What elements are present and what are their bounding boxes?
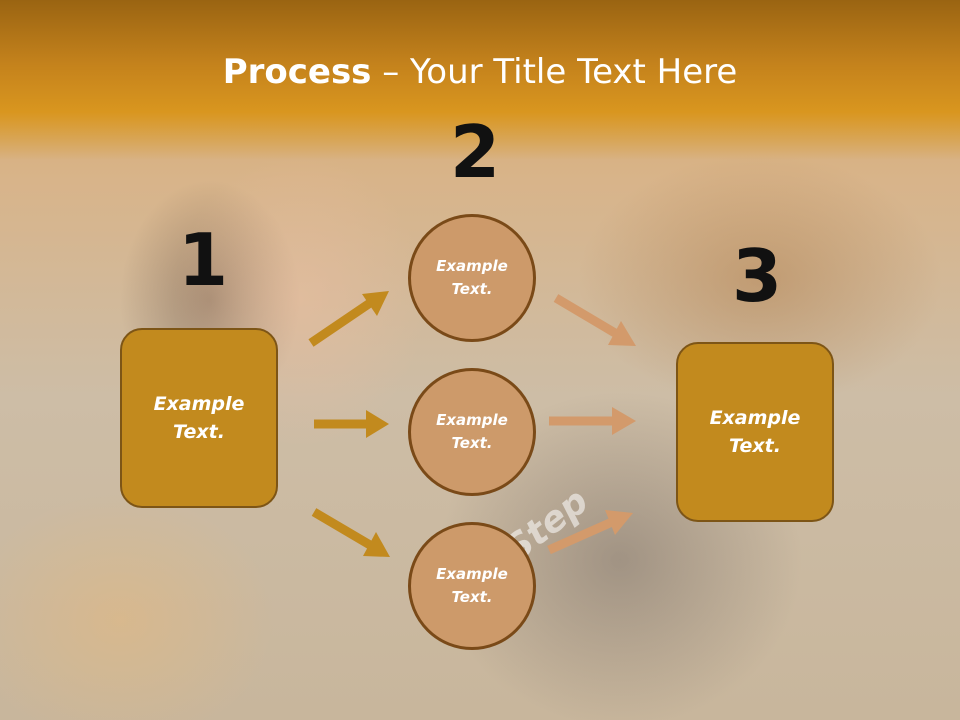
- arrow-from-middle-circle: [549, 407, 636, 435]
- circle-top[interactable]: Example Text.: [408, 214, 536, 342]
- circle-middle-text: Example Text.: [436, 410, 508, 452]
- circle-middle[interactable]: Example Text.: [408, 368, 536, 496]
- arrow-to-top-circle: [308, 291, 389, 347]
- end-box-text: Example Text.: [709, 406, 801, 458]
- start-box-text: Example Text.: [153, 392, 245, 444]
- title-rest: – Your Title Text Here: [371, 52, 738, 92]
- title-strong: Process: [222, 52, 372, 92]
- arrow-to-bottom-circle: [311, 508, 390, 557]
- end-box[interactable]: Example Text.: [676, 342, 834, 522]
- slide-title: Process – Your Title Text Here: [0, 52, 960, 92]
- start-box[interactable]: Example Text.: [120, 328, 278, 508]
- arrow-from-top-circle: [553, 294, 636, 346]
- title-band: [0, 0, 960, 160]
- step-number-2: 2: [450, 110, 501, 194]
- circle-bottom[interactable]: Example Text.: [408, 522, 536, 650]
- step-number-3: 3: [732, 234, 783, 318]
- step-number-1: 1: [178, 218, 229, 302]
- circle-bottom-text: Example Text.: [436, 564, 508, 606]
- circle-top-text: Example Text.: [436, 256, 508, 298]
- arrow-from-bottom-circle: [547, 510, 633, 555]
- arrow-to-middle-circle: [314, 410, 389, 438]
